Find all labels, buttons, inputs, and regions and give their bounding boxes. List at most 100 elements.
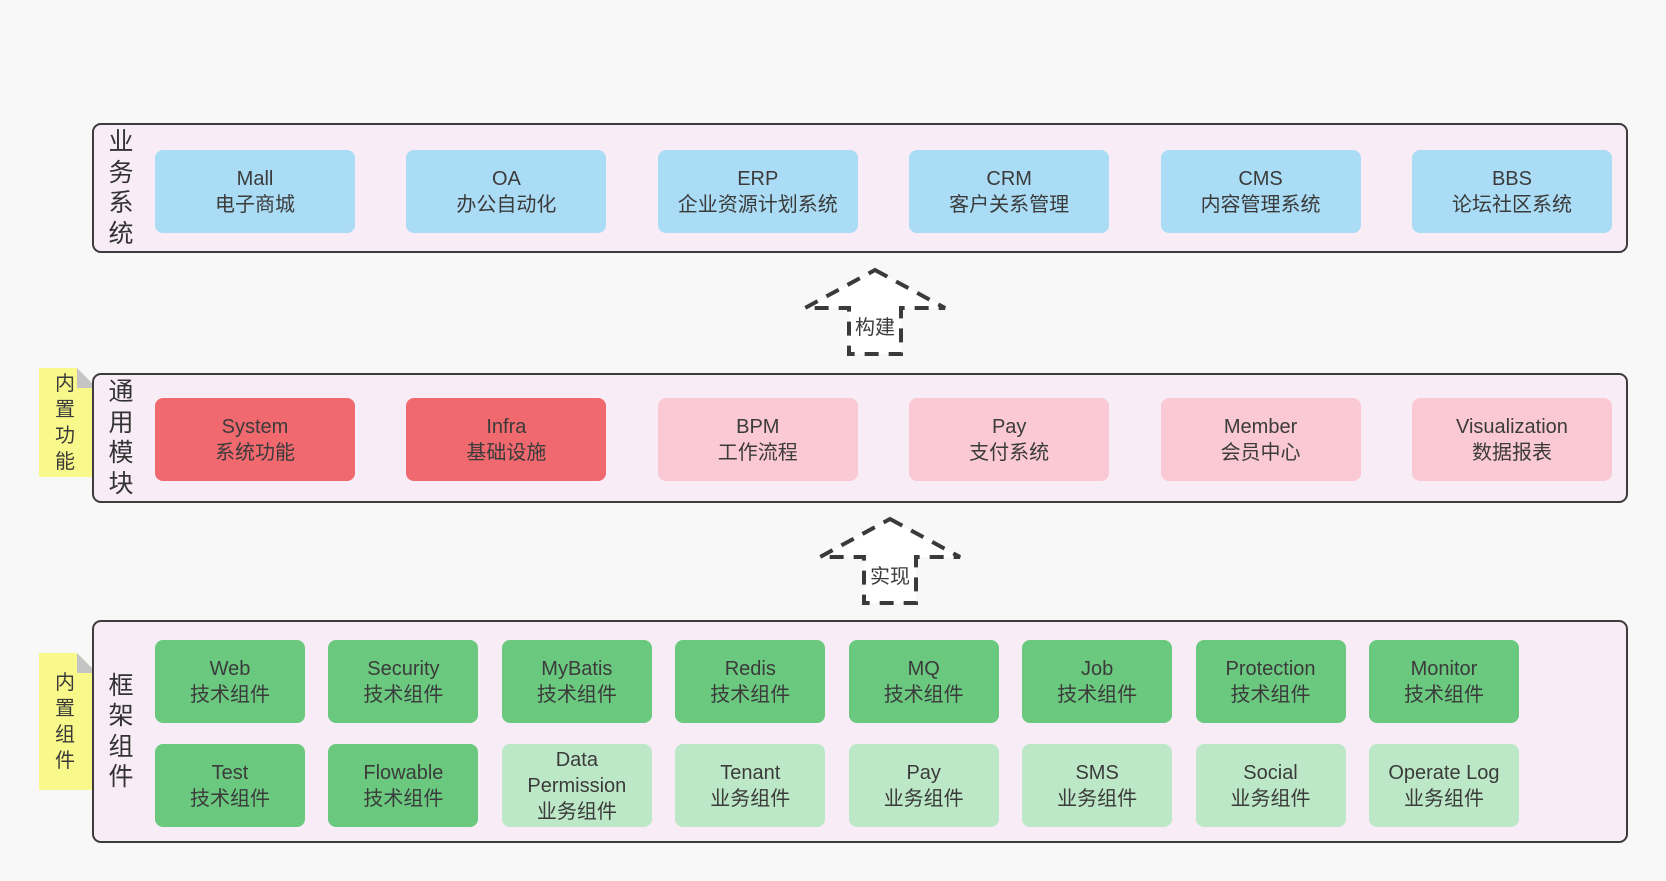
box-bpm: BPM 工作流程 <box>657 398 858 481</box>
box-subtitle: 客户关系管理 <box>949 193 1070 216</box>
arrow-label-implement: 实现 <box>867 560 913 589</box>
box-sms: SMS 业务组件 <box>1022 744 1173 827</box>
section-business-systems: 业务系统 Mall 电子商城 OA 办公自动化 ERP 企业资源计划系统 CRM… <box>92 123 1628 253</box>
box-title: CRM <box>986 167 1032 190</box>
box-subtitle: 技术组件 <box>1230 683 1311 706</box>
box-title: Social <box>1243 761 1298 784</box>
box-cms: CMS 内容管理系统 <box>1160 150 1361 233</box>
box-system: System 系统功能 <box>155 398 355 481</box>
common-modules-row: System 系统功能 Infra 基础设施 BPM 工作流程 Pay 支付系统… <box>155 398 1612 481</box>
box-title: BPM <box>736 415 780 438</box>
box-title: Web <box>209 657 251 680</box>
box-social: Social 业务组件 <box>1195 744 1346 827</box>
box-title: Flowable <box>363 761 444 784</box>
box-subtitle: 电子商城 <box>215 193 295 216</box>
framework-components-row-2: Test 技术组件 Flowable 技术组件 Data Permission … <box>155 744 1519 827</box>
box-subtitle: 内容管理系统 <box>1200 193 1321 216</box>
box-subtitle: 技术组件 <box>363 787 444 810</box>
box-title: OA <box>491 167 521 190</box>
box-tenant: Tenant 业务组件 <box>675 744 826 827</box>
box-title: Data Permission <box>527 748 627 797</box>
sticky-tab-built-in-components: 内置组件 <box>39 653 97 790</box>
section-framework-components: 框架组件 Web 技术组件 Security 技术组件 MyBatis 技术组件… <box>92 620 1628 843</box>
box-subtitle: 技术组件 <box>536 683 617 706</box>
box-subtitle: 业务组件 <box>1403 787 1484 810</box>
box-title: Infra <box>486 415 527 438</box>
box-subtitle: 业务组件 <box>883 787 964 810</box>
box-bbs: BBS 论坛社区系统 <box>1411 150 1612 233</box>
section-label-common-modules: 通用模块 <box>108 378 134 498</box>
box-title: Protection <box>1225 657 1316 680</box>
box-subtitle: 技术组件 <box>1057 683 1138 706</box>
box-title: CMS <box>1238 167 1283 190</box>
box-subtitle: 企业资源计划系统 <box>677 193 838 216</box>
box-monitor: Monitor 技术组件 <box>1368 640 1519 723</box>
section-common-modules: 通用模块 System 系统功能 Infra 基础设施 BPM 工作流程 Pay… <box>92 373 1628 503</box>
arrow-label-build: 构建 <box>852 311 898 340</box>
box-mybatis: MyBatis 技术组件 <box>501 640 652 723</box>
box-protection: Protection 技术组件 <box>1195 640 1346 723</box>
box-subtitle: 数据报表 <box>1471 441 1552 464</box>
box-redis: Redis 技术组件 <box>675 640 826 723</box>
box-infra: Infra 基础设施 <box>406 398 607 481</box>
box-subtitle: 业务组件 <box>536 800 617 823</box>
box-title: MyBatis <box>541 657 613 680</box>
box-title: MQ <box>907 657 940 680</box>
box-title: Redis <box>724 657 776 680</box>
box-title: Mall <box>236 167 274 190</box>
box-visualization: Visualization 数据报表 <box>1411 398 1612 481</box>
framework-components-row-1: Web 技术组件 Security 技术组件 MyBatis 技术组件 Redi… <box>155 640 1519 723</box>
dashed-up-arrow-implement: 实现 <box>815 515 965 607</box>
box-operate-log: Operate Log 业务组件 <box>1368 744 1519 827</box>
box-title: Visualization <box>1455 415 1568 438</box>
box-title: Tenant <box>720 761 781 784</box>
box-subtitle: 办公自动化 <box>456 193 557 216</box>
box-subtitle: 业务组件 <box>1230 787 1311 810</box>
box-pay-component: Pay 业务组件 <box>848 744 999 827</box>
business-systems-row: Mall 电子商城 OA 办公自动化 ERP 企业资源计划系统 CRM 客户关系… <box>155 150 1612 233</box>
box-subtitle: 技术组件 <box>190 787 270 810</box>
box-title: Pay <box>991 415 1027 438</box>
box-title: Security <box>367 657 440 680</box>
box-web: Web 技术组件 <box>155 640 305 723</box>
box-member: Member 会员中心 <box>1160 398 1361 481</box>
box-subtitle: 支付系统 <box>969 441 1050 464</box>
box-title: ERP <box>737 167 779 190</box>
box-subtitle: 业务组件 <box>710 787 791 810</box>
box-title: Test <box>211 761 249 784</box>
section-label-business-systems: 业务系统 <box>108 128 134 248</box>
sticky-tab-built-in-features: 内置功能 <box>39 368 97 477</box>
box-mall: Mall 电子商城 <box>155 150 355 233</box>
box-flowable: Flowable 技术组件 <box>328 744 479 827</box>
box-data-permission: Data Permission 业务组件 <box>501 744 652 827</box>
box-title: Monitor <box>1410 657 1478 680</box>
box-title: Pay <box>906 761 941 784</box>
box-subtitle: 论坛社区系统 <box>1451 193 1572 216</box>
box-pay: Pay 支付系统 <box>909 398 1110 481</box>
box-test: Test 技术组件 <box>155 744 305 827</box>
sticky-tab-label: 内置组件 <box>55 671 75 772</box>
box-title: Member <box>1223 415 1298 438</box>
box-subtitle: 工作流程 <box>717 441 798 464</box>
box-title: BBS <box>1491 167 1532 190</box>
box-subtitle: 系统功能 <box>215 441 295 464</box>
box-subtitle: 技术组件 <box>883 683 964 706</box>
box-subtitle: 技术组件 <box>363 683 444 706</box>
box-job: Job 技术组件 <box>1022 640 1173 723</box>
box-subtitle: 基础设施 <box>466 441 547 464</box>
box-oa: OA 办公自动化 <box>406 150 607 233</box>
box-title: Operate Log <box>1388 761 1500 784</box>
box-subtitle: 技术组件 <box>190 683 270 706</box>
box-security: Security 技术组件 <box>328 640 479 723</box>
box-title: Job <box>1080 657 1114 680</box>
box-mq: MQ 技术组件 <box>848 640 999 723</box>
box-crm: CRM 客户关系管理 <box>909 150 1110 233</box>
box-subtitle: 会员中心 <box>1220 441 1301 464</box>
dashed-up-arrow-build: 构建 <box>800 266 950 358</box>
box-subtitle: 技术组件 <box>1403 683 1484 706</box>
box-title: System <box>221 415 289 438</box>
box-subtitle: 技术组件 <box>710 683 791 706</box>
box-subtitle: 业务组件 <box>1057 787 1138 810</box>
section-label-framework-components: 框架组件 <box>108 671 134 792</box>
